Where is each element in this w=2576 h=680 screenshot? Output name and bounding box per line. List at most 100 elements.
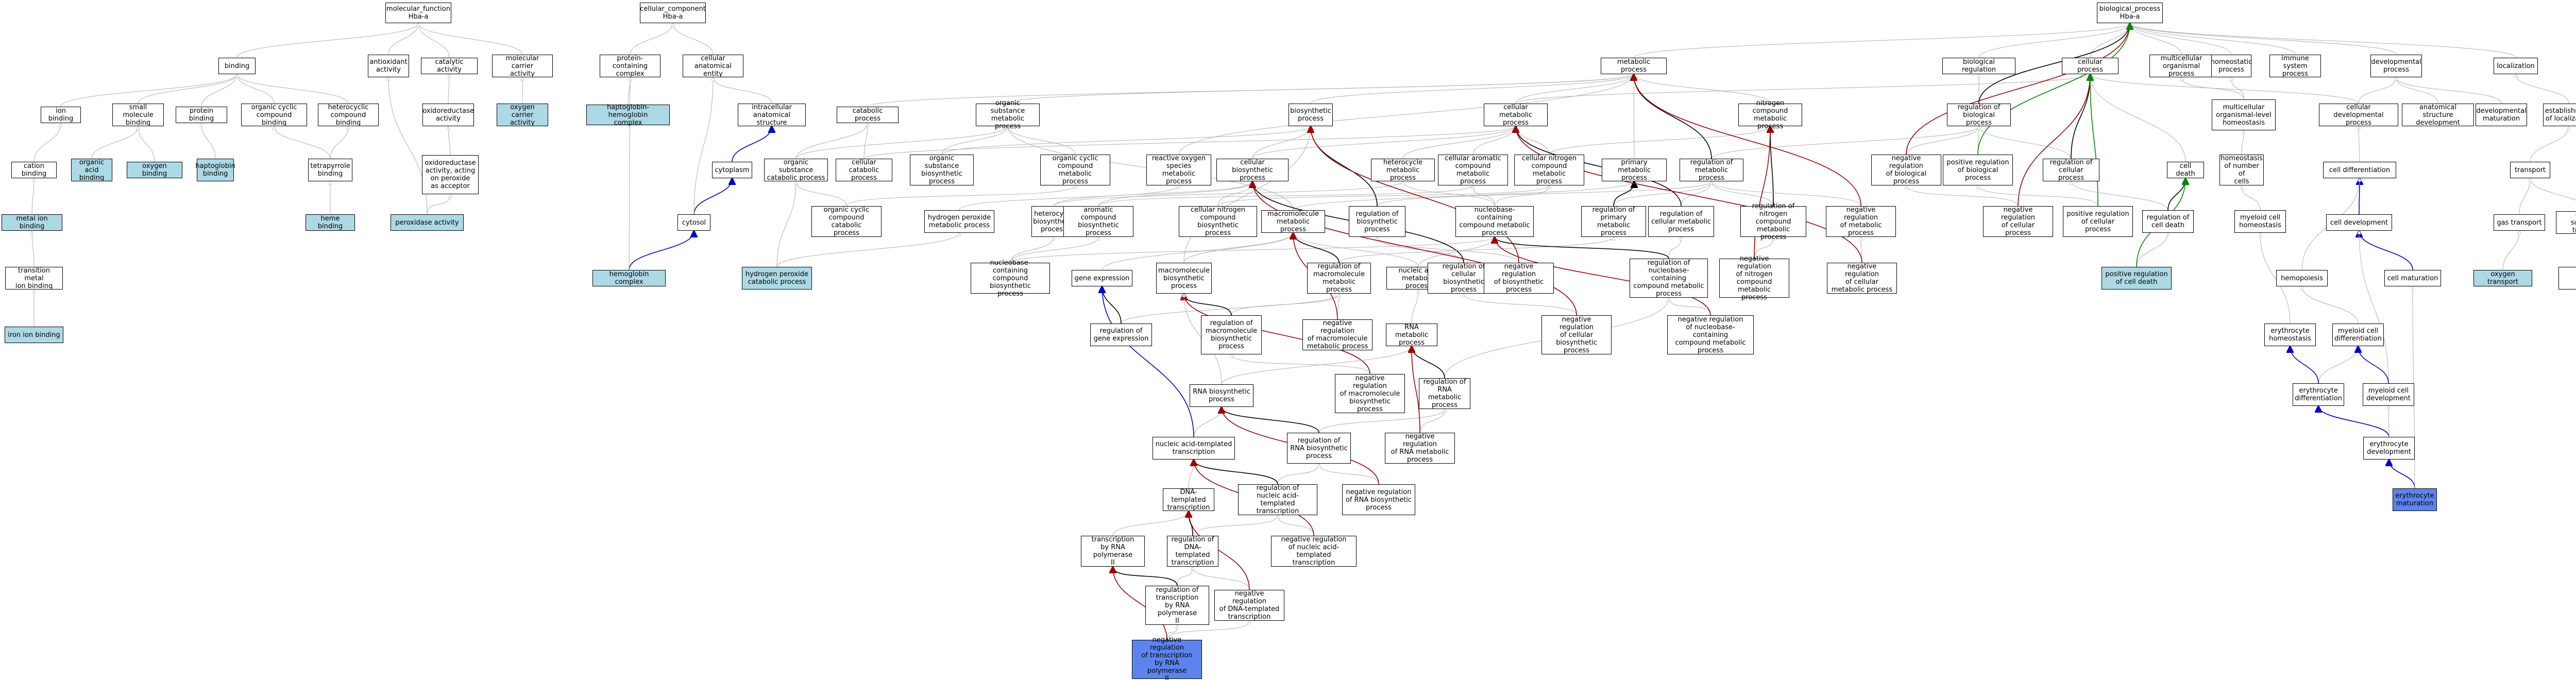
term-organic-cyclic-compound-metabolic-process[interactable]: organic cyclic compound metabolic proces… <box>1040 155 1110 185</box>
term-regulation-of-biological-process[interactable]: regulation of biological process <box>1947 104 2011 127</box>
term-transcription-by-rna-polymerase-ii[interactable]: transcription by RNA polymerase II <box>1081 536 1145 567</box>
term-positive-regulation-of-cell-death[interactable]: positive regulation of cell death <box>2102 267 2172 290</box>
term-oxidoreductase-activity[interactable]: oxidoreductase activity <box>422 104 474 126</box>
term-protein-containing-complex[interactable]: protein-containing complex <box>600 55 660 78</box>
term-regulation-of-gene-expression[interactable]: regulation of gene expression <box>1090 324 1152 346</box>
term-hydrogen-peroxide-metabolic-process[interactable]: hydrogen peroxide metabolic process <box>924 210 994 233</box>
term-nucleobase-containing-compound-metabolic-process[interactable]: nucleobase-containing compound metabolic… <box>1455 206 1534 237</box>
term-regulation-of-primary-metabolic-process[interactable]: regulation of primary metabolic process <box>1581 206 1646 237</box>
term-organic-substance-transport[interactable]: organic substance transport <box>2556 211 2576 234</box>
term-erythrocyte-differentiation[interactable]: erythrocyte differentiation <box>2293 383 2344 406</box>
term-primary-metabolic-process[interactable]: primary metabolic process <box>1602 159 1667 182</box>
term-gene-expression[interactable]: gene expression <box>1072 270 1132 286</box>
term-homeostasis-of-number-of-cells[interactable]: homeostasis of number of cells <box>2219 155 2264 185</box>
term-biological-regulation[interactable]: biological regulation <box>1942 58 2015 74</box>
term-regulation-of-rna-biosynthetic-process[interactable]: regulation of RNA biosynthetic process <box>1287 433 1351 464</box>
term-tetrapyrrole-binding[interactable]: tetrapyrrole binding <box>308 159 352 181</box>
term-gas-transport[interactable]: gas transport <box>2494 214 2545 231</box>
term-organic-acid-binding[interactable]: organic acid binding <box>71 159 112 182</box>
term-biological-process[interactable]: biological_process Hba-a <box>2097 3 2163 23</box>
term-negative-regulation-of-cellular-biosynthetic-process[interactable]: negative regulation of cellular biosynth… <box>1541 315 1612 354</box>
term-regulation-of-macromolecule-biosynthetic-process[interactable]: regulation of macromolecule biosynthetic… <box>1201 315 1262 354</box>
term-cell-development[interactable]: cell development <box>2326 214 2392 231</box>
term-metal-ion-binding[interactable]: metal ion binding <box>2 214 62 231</box>
term-rna-biosynthetic-process[interactable]: RNA biosynthetic process <box>1190 384 1253 407</box>
term-negative-regulation-of-cellular-metabolic-process[interactable]: negative regulation of cellular metaboli… <box>1827 263 1897 294</box>
term-regulation-of-nitrogen-compound-metabolic-process[interactable]: regulation of nitrogen compound metaboli… <box>1740 202 1806 241</box>
term-macromolecule-biosynthetic-process[interactable]: macromolecule biosynthetic process <box>1156 263 1212 294</box>
term-negative-regulation-of-biosynthetic-process[interactable]: negative regulation of biosynthetic proc… <box>1484 263 1554 294</box>
term-immune-system-process[interactable]: immune system process <box>2269 55 2321 78</box>
term-multicellular-organism-level-homeostasis[interactable]: multicellular organismal-level homeostas… <box>2212 99 2276 130</box>
term-ion-binding[interactable]: ion binding <box>41 107 81 123</box>
term-cation-binding[interactable]: cation binding <box>11 162 57 178</box>
term-cellular-biosynthetic-process[interactable]: cellular biosynthetic process <box>1216 159 1289 182</box>
term-positive-regulation-of-cellular-process[interactable]: positive regulation of cellular process <box>2063 206 2133 237</box>
term-intracellular-anatomical-structure[interactable]: intracellular anatomical structure <box>738 104 806 127</box>
term-hemopoiesis[interactable]: hemopoiesis <box>2276 270 2328 286</box>
term-erythrocyte-maturation[interactable]: erythrocyte maturation <box>2393 488 2437 511</box>
term-negative-regulation-of-nucleobase-containing-compound-metabolic-process[interactable]: negative regulation of nucleobase-contai… <box>1667 315 1754 354</box>
term-positive-regulation-of-biological-process[interactable]: positive regulation of biological proces… <box>1943 155 2013 185</box>
term-regulation-of-cellular-metabolic-process[interactable]: regulation of cellular metabolic process <box>1648 206 1714 237</box>
term-negative-regulation-of-dna-templated-transcription[interactable]: negative regulation of DNA-templated tra… <box>1214 590 1284 621</box>
term-establishment-of-localization[interactable]: establishment of localization <box>2543 104 2576 126</box>
term-protein-binding[interactable]: protein binding <box>176 107 227 123</box>
term-heme-binding[interactable]: heme binding <box>306 214 355 231</box>
term-reactive-oxygen-species-metabolic-process[interactable]: reactive oxygen species metabolic proces… <box>1146 155 1211 185</box>
term-haptoglobin-hemoglobin-complex[interactable]: haptoglobin-hemoglobin complex <box>586 104 670 127</box>
term-nucleobase-containing-compound-biosynthetic-process[interactable]: nucleobase-containing compound biosynthe… <box>971 259 1050 298</box>
term-organic-cyclic-compound-catabolic-process[interactable]: organic cyclic compound catabolic proces… <box>811 206 882 237</box>
term-oxidoreductase-peroxide[interactable]: oxidoreductase activity, acting on perox… <box>422 155 479 194</box>
term-macromolecule-metabolic-process[interactable]: macromolecule metabolic process <box>1261 210 1325 233</box>
term-cell-differentiation[interactable]: cell differentiation <box>2323 162 2396 178</box>
term-negative-regulation-of-nucleic-acid-templated-transcription[interactable]: negative regulation of nucleic acid-temp… <box>1271 536 1357 567</box>
term-erythrocyte-development[interactable]: erythrocyte development <box>2363 437 2415 460</box>
term-regulation-of-cellular-process[interactable]: regulation of cellular process <box>2043 159 2099 182</box>
term-cellular-aromatic-compound-metabolic-process[interactable]: cellular aromatic compound metabolic pro… <box>1438 155 1508 185</box>
term-negative-regulation-of-biological-process[interactable]: negative regulation of biological proces… <box>1871 155 1941 185</box>
term-regulation-of-nucleic-acid-templated-transcription[interactable]: regulation of nucleic acid-templated tra… <box>1238 484 1317 515</box>
term-myeloid-cell-development[interactable]: myeloid cell development <box>2363 383 2414 406</box>
term-metabolic-process[interactable]: metabolic process <box>1601 58 1667 74</box>
term-negative-regulation-of-macromolecule-metabolic-process[interactable]: negative regulation of macromolecule met… <box>1302 319 1372 350</box>
term-negative-regulation-of-cellular-process[interactable]: negative regulation of cellular process <box>1983 206 2053 237</box>
term-regulation-of-transcription-by-rna-polymerase-ii[interactable]: regulation of transcription by RNA polym… <box>1145 586 1209 625</box>
term-homeostatic-process[interactable]: homeostatic process <box>2211 55 2252 77</box>
term-cellular-metabolic-process[interactable]: cellular metabolic process <box>1484 104 1548 127</box>
term-negative-regulation-of-metabolic-process[interactable]: negative regulation of metabolic process <box>1826 206 1896 237</box>
term-binding[interactable]: binding <box>218 58 256 74</box>
term-oxygen-carrier-activity[interactable]: oxygen carrier activity <box>497 104 548 127</box>
term-cellular-nitrogen-compound-biosynthetic-process[interactable]: cellular nitrogen compound biosynthetic … <box>1179 206 1257 237</box>
term-cellular-anatomical-entity[interactable]: cellular anatomical entity <box>683 55 743 78</box>
term-regulation-of-rna-metabolic-process[interactable]: regulation of RNA metabolic process <box>1419 378 1470 409</box>
term-cellular-catabolic-process[interactable]: cellular catabolic process <box>836 159 892 182</box>
term-cellular-component[interactable]: cellular_component Hba-a <box>640 3 706 23</box>
term-dna-templated-transcription[interactable]: DNA-templated transcription <box>1163 488 1214 512</box>
term-developmental-process[interactable]: developmental process <box>2370 55 2422 77</box>
term-cytosol[interactable]: cytosol <box>677 214 710 231</box>
term-regulation-of-biosynthetic-process[interactable]: regulation of biosynthetic process <box>1349 206 1405 237</box>
term-haptoglobin-binding[interactable]: haptoglobin binding <box>195 159 235 181</box>
term-regulation-of-macromolecule-metabolic-process[interactable]: regulation of macromolecule metabolic pr… <box>1307 263 1371 294</box>
term-anatomical-structure-development[interactable]: anatomical structure development <box>2402 104 2474 127</box>
term-one-carbon-compound-transport[interactable]: one-carbon compound transport <box>2558 267 2576 290</box>
term-multicellular-organismal-process[interactable]: multicellular organismal process <box>2149 55 2213 78</box>
term-cellular-process[interactable]: cellular process <box>2062 58 2119 74</box>
term-biosynthetic-process[interactable]: biosynthetic process <box>1289 104 1333 126</box>
term-cell-death[interactable]: cell death <box>2167 162 2204 178</box>
term-negative-regulation-of-rna-metabolic-process[interactable]: negative regulation of RNA metabolic pro… <box>1385 433 1455 464</box>
term-heterocyclic-compound-binding[interactable]: heterocyclic compound binding <box>318 104 379 127</box>
term-rna-metabolic-process[interactable]: RNA metabolic process <box>1386 324 1437 347</box>
term-catabolic-process[interactable]: catabolic process <box>837 107 899 123</box>
term-organic-substance-biosynthetic-process[interactable]: organic substance biosynthetic process <box>910 155 974 185</box>
term-hydrogen-peroxide-catabolic-process[interactable]: hydrogen peroxide catabolic process <box>742 267 812 290</box>
term-regulation-of-nucleobase-containing-compound-metabolic-process[interactable]: regulation of nucleobase-containing comp… <box>1630 259 1708 298</box>
term-small-molecule-binding[interactable]: small molecule binding <box>112 104 164 127</box>
term-developmental-maturation[interactable]: developmental maturation <box>2476 104 2527 126</box>
term-myeloid-cell-homeostasis[interactable]: myeloid cell homeostasis <box>2234 210 2286 233</box>
term-localization[interactable]: localization <box>2494 58 2538 74</box>
term-organic-substance-catabolic-process[interactable]: organic substance catabolic process <box>764 159 828 182</box>
term-aromatic-compound-biosynthetic-process[interactable]: aromatic compound biosynthetic process <box>1063 206 1133 237</box>
term-heterocycle-metabolic-process[interactable]: heterocycle metabolic process <box>1371 159 1435 182</box>
